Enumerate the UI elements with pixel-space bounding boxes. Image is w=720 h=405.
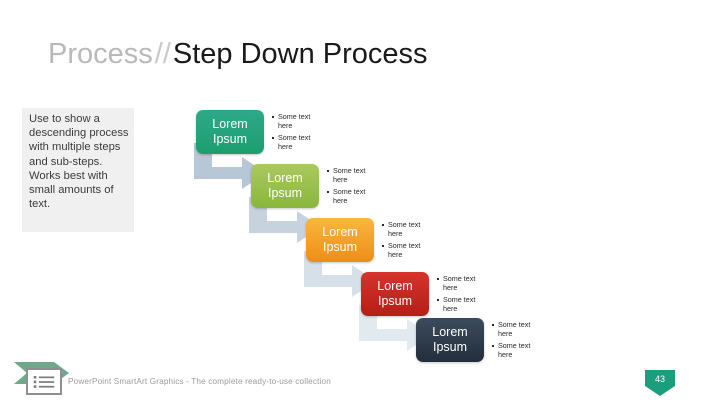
bullet-item: Some text here — [437, 274, 491, 292]
step-label-2-line1: Lorem — [267, 171, 303, 185]
step-label-3-line1: Lorem — [322, 225, 358, 239]
bullet-item: Some text here — [437, 295, 491, 313]
bullet-item: Some text here — [272, 112, 326, 130]
step-label-4-line2: Ipsum — [377, 294, 413, 308]
step-box-4[interactable]: Lorem Ipsum — [361, 272, 429, 316]
step-label-2-line2: Ipsum — [267, 186, 303, 200]
step-bullets-2: Some text here Some text here — [327, 166, 381, 209]
step-label-4-line1: Lorem — [377, 279, 413, 293]
description-text: Use to show a descending process with mu… — [29, 113, 129, 211]
step-bullets-3: Some text here Some text here — [382, 220, 436, 263]
step-bullets-5: Some text here Some text here — [492, 320, 546, 363]
title-main: Step Down Process — [172, 38, 428, 70]
step-box-3[interactable]: Lorem Ipsum — [306, 218, 374, 262]
page-badge — [645, 370, 675, 396]
step-bullets-4: Some text here Some text here — [437, 274, 491, 317]
step-box-1[interactable]: Lorem Ipsum — [196, 110, 264, 154]
footer-text: PowerPoint SmartArt Graphics - The compl… — [68, 377, 331, 386]
step-label-3-line2: Ipsum — [322, 240, 358, 254]
step-bullets-1: Some text here Some text here — [272, 112, 326, 155]
bullet-item: Some text here — [327, 166, 381, 184]
bullet-item: Some text here — [492, 320, 546, 338]
page-number: 43 — [654, 374, 665, 384]
bullet-item: Some text here — [382, 241, 436, 259]
bullet-item: Some text here — [272, 133, 326, 151]
bullet-item: Some text here — [327, 187, 381, 205]
step-label-1-line1: Lorem — [212, 117, 248, 131]
step-box-2[interactable]: Lorem Ipsum — [251, 164, 319, 208]
list-icon — [26, 368, 62, 395]
page-title: Process//Step Down Process — [48, 36, 428, 72]
title-prefix: Process — [48, 38, 153, 70]
step-box-5[interactable]: Lorem Ipsum — [416, 318, 484, 362]
bullet-item: Some text here — [382, 220, 436, 238]
bullet-item: Some text here — [492, 341, 546, 359]
step-label-1-line2: Ipsum — [212, 132, 248, 146]
description-panel — [22, 108, 134, 232]
title-separator: // — [154, 38, 171, 70]
step-label-5-line1: Lorem — [432, 325, 468, 339]
step-label-5-line2: Ipsum — [432, 340, 468, 354]
